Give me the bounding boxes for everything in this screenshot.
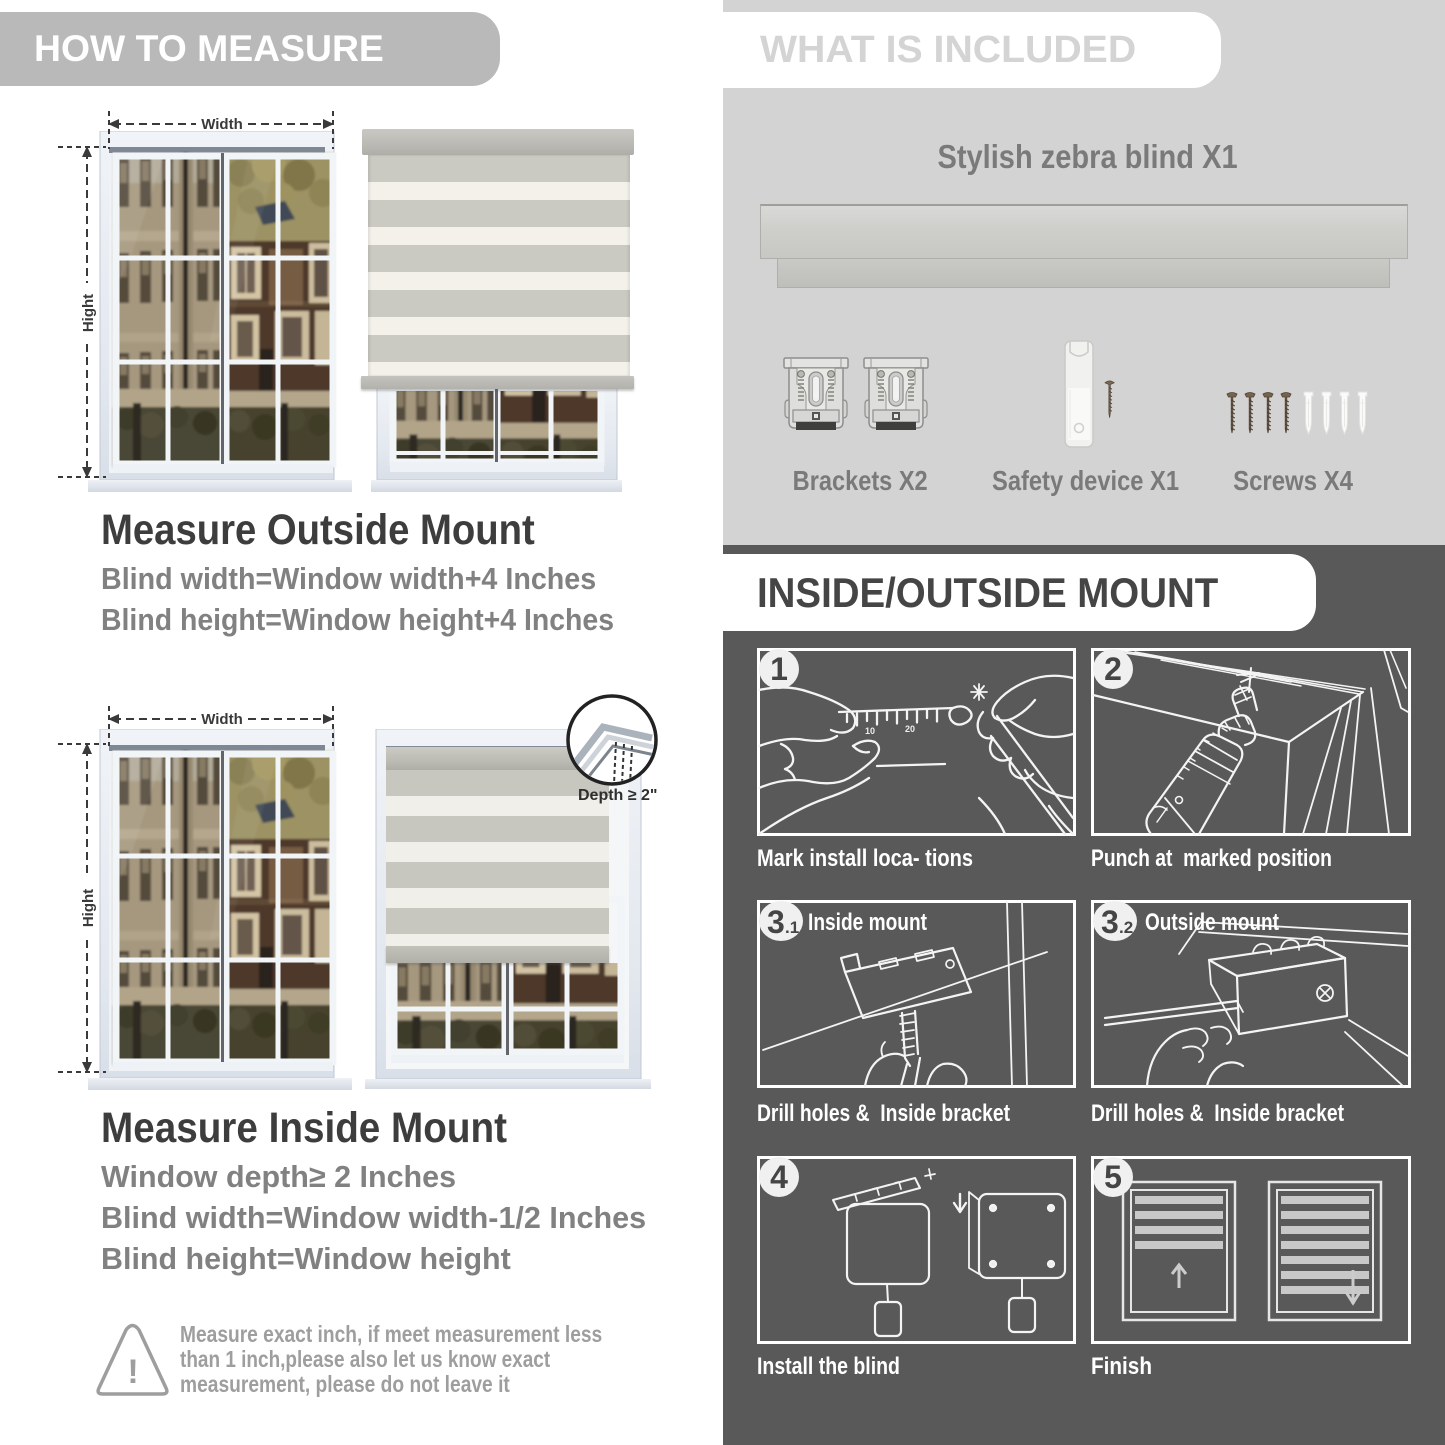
svg-text:Depth ≥ 2": Depth ≥ 2" (578, 787, 657, 804)
svg-text:3: 3 (767, 904, 785, 940)
svg-text:2: 2 (1104, 651, 1122, 687)
svg-text:.2: .2 (1119, 918, 1133, 937)
svg-text:3: 3 (1101, 904, 1119, 940)
svg-text:10: 10 (865, 726, 875, 736)
svg-text:!: ! (127, 1353, 138, 1391)
svg-text:Width: Width (201, 116, 243, 133)
svg-text:20: 20 (905, 724, 915, 734)
svg-text:.1: .1 (785, 918, 799, 937)
svg-text:Hight: Hight (80, 294, 97, 332)
svg-text:Width: Width (201, 711, 243, 728)
svg-text:5: 5 (1104, 1159, 1122, 1195)
svg-text:Hight: Hight (80, 889, 97, 927)
svg-text:1: 1 (770, 651, 788, 687)
svg-text:4: 4 (770, 1159, 788, 1195)
